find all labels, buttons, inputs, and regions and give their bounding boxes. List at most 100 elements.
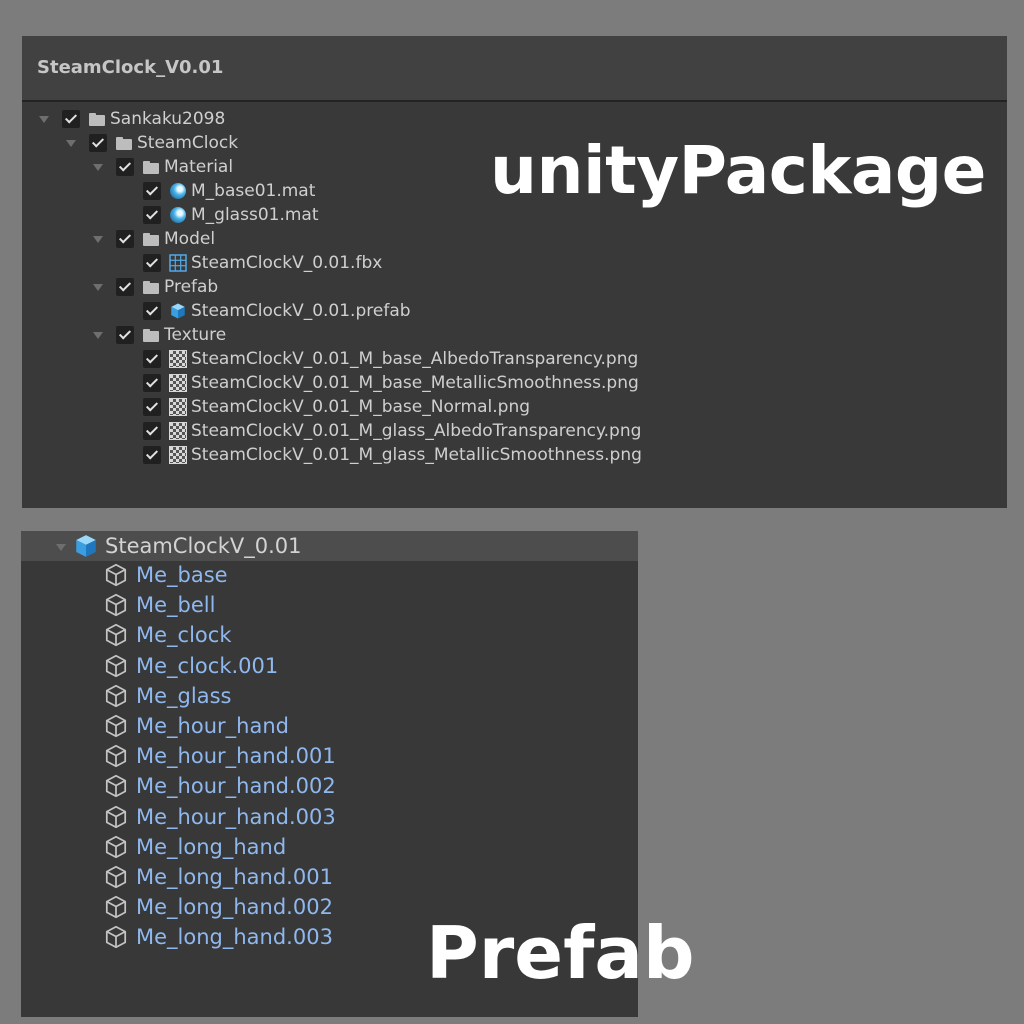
include-checkbox[interactable] [143, 302, 161, 320]
hierarchy-item[interactable]: Me_glass [103, 681, 231, 711]
gameobject-cube-icon [103, 713, 129, 739]
prefab-watermark: Prefab [426, 911, 695, 995]
include-checkbox[interactable] [116, 230, 134, 248]
hierarchy-item-label: Me_long_hand.003 [136, 925, 333, 950]
prefab-root-row[interactable]: SteamClockV_0.01 [21, 531, 638, 561]
package-title: SteamClock_V0.01 [37, 57, 224, 78]
hierarchy-item[interactable]: Me_long_hand.003 [103, 922, 333, 952]
expand-arrow-icon[interactable] [90, 227, 106, 251]
include-checkbox[interactable] [143, 206, 161, 224]
package-tree-item[interactable]: SteamClockV_0.01.prefab [117, 299, 411, 323]
package-tree-item[interactable]: SteamClockV_0.01_M_glass_AlbedoTranspare… [117, 419, 641, 443]
package-item-label: SteamClock [137, 133, 239, 153]
gameobject-cube-icon [103, 864, 129, 890]
hierarchy-item[interactable]: Me_hour_hand.001 [103, 741, 336, 771]
hierarchy-item-label: Me_bell [136, 593, 216, 618]
package-item-label: SteamClockV_0.01_M_base_MetallicSmoothne… [191, 373, 639, 393]
package-tree-item[interactable]: SteamClockV_0.01_M_base_Normal.png [117, 395, 530, 419]
package-item-label: Prefab [164, 277, 219, 297]
expand-arrow-icon[interactable] [90, 323, 106, 347]
hierarchy-item[interactable]: Me_clock [103, 620, 231, 650]
gameobject-cube-icon [103, 743, 129, 769]
expand-arrow-icon[interactable] [90, 275, 106, 299]
include-checkbox[interactable] [116, 326, 134, 344]
package-tree-item[interactable]: SteamClockV_0.01.fbx [117, 251, 382, 275]
package-tree-item[interactable]: M_glass01.mat [117, 203, 319, 227]
prefab-cube-icon [73, 533, 99, 559]
package-tree-item[interactable]: Material [90, 155, 233, 179]
expand-arrow-icon[interactable] [90, 155, 106, 179]
package-item-label: Material [164, 157, 234, 177]
unitypackage-watermark: unityPackage [490, 132, 986, 209]
expand-arrow-icon[interactable] [36, 107, 52, 131]
package-tree-item[interactable]: SteamClockV_0.01_M_base_MetallicSmoothne… [117, 371, 639, 395]
folder-icon [142, 326, 160, 344]
mesh-grid-icon [169, 254, 187, 272]
material-sphere-icon [169, 206, 187, 224]
hierarchy-item-label: Me_hour_hand.002 [136, 774, 336, 799]
gameobject-cube-icon [103, 653, 129, 679]
hierarchy-item-label: Me_clock.001 [136, 653, 279, 678]
gameobject-cube-icon [103, 683, 129, 709]
expand-arrow-icon[interactable] [63, 131, 79, 155]
hierarchy-item[interactable]: Me_clock.001 [103, 651, 278, 681]
hierarchy-item-label: Me_long_hand [136, 834, 287, 859]
expand-arrow-icon[interactable] [53, 534, 69, 558]
hierarchy-item[interactable]: Me_hour_hand [103, 711, 289, 741]
package-item-label: Sankaku2098 [110, 109, 226, 129]
hierarchy-item[interactable]: Me_hour_hand.002 [103, 771, 336, 801]
package-tree-item[interactable]: Prefab [90, 275, 218, 299]
include-checkbox[interactable] [143, 374, 161, 392]
hierarchy-item[interactable]: Me_base [103, 560, 228, 590]
prefab-cube-icon [169, 302, 187, 320]
texture-icon [169, 350, 187, 368]
include-checkbox[interactable] [143, 446, 161, 464]
include-checkbox[interactable] [143, 182, 161, 200]
gameobject-cube-icon [103, 894, 129, 920]
folder-icon [142, 158, 160, 176]
package-item-label: M_base01.mat [191, 181, 316, 201]
hierarchy-item-label: Me_base [136, 563, 228, 587]
texture-icon [169, 374, 187, 392]
package-tree-item[interactable]: Model [90, 227, 215, 251]
folder-icon [115, 134, 133, 152]
texture-icon [169, 422, 187, 440]
package-item-label: SteamClockV_0.01_M_glass_MetallicSmoothn… [191, 445, 642, 465]
gameobject-cube-icon [103, 804, 129, 830]
hierarchy-item[interactable]: Me_long_hand.002 [103, 892, 333, 922]
package-header: SteamClock_V0.01 [22, 36, 1007, 102]
package-tree-item[interactable]: Sankaku2098 [36, 107, 225, 131]
hierarchy-item[interactable]: Me_hour_hand.003 [103, 802, 336, 832]
package-item-label: SteamClockV_0.01.prefab [191, 301, 411, 321]
folder-icon [88, 110, 106, 128]
hierarchy-item-label: Me_hour_hand [136, 714, 289, 738]
include-checkbox[interactable] [62, 110, 80, 128]
package-tree-item[interactable]: Texture [90, 323, 226, 347]
folder-icon [142, 230, 160, 248]
package-item-label: Texture [164, 325, 227, 345]
include-checkbox[interactable] [116, 278, 134, 296]
gameobject-cube-icon [103, 562, 129, 588]
hierarchy-item-label: Me_hour_hand.003 [136, 804, 336, 829]
include-checkbox[interactable] [116, 158, 134, 176]
gameobject-cube-icon [103, 592, 129, 618]
hierarchy-item[interactable]: Me_bell [103, 590, 215, 620]
prefab-root-label: SteamClockV_0.01 [105, 534, 302, 558]
include-checkbox[interactable] [143, 398, 161, 416]
hierarchy-item-label: Me_long_hand.001 [136, 865, 333, 889]
material-sphere-icon [169, 182, 187, 200]
include-checkbox[interactable] [89, 134, 107, 152]
package-tree-item[interactable]: SteamClock [63, 131, 238, 155]
hierarchy-item-label: Me_hour_hand.001 [136, 744, 336, 769]
package-tree-item[interactable]: SteamClockV_0.01_M_glass_MetallicSmoothn… [117, 443, 642, 467]
hierarchy-item[interactable]: Me_long_hand.001 [103, 862, 333, 892]
hierarchy-item-label: Me_clock [136, 623, 232, 648]
include-checkbox[interactable] [143, 350, 161, 368]
gameobject-cube-icon [103, 773, 129, 799]
package-tree-item[interactable]: M_base01.mat [117, 179, 315, 203]
include-checkbox[interactable] [143, 254, 161, 272]
package-tree-item[interactable]: SteamClockV_0.01_M_base_AlbedoTransparen… [117, 347, 638, 371]
hierarchy-item[interactable]: Me_long_hand [103, 832, 286, 862]
include-checkbox[interactable] [143, 422, 161, 440]
